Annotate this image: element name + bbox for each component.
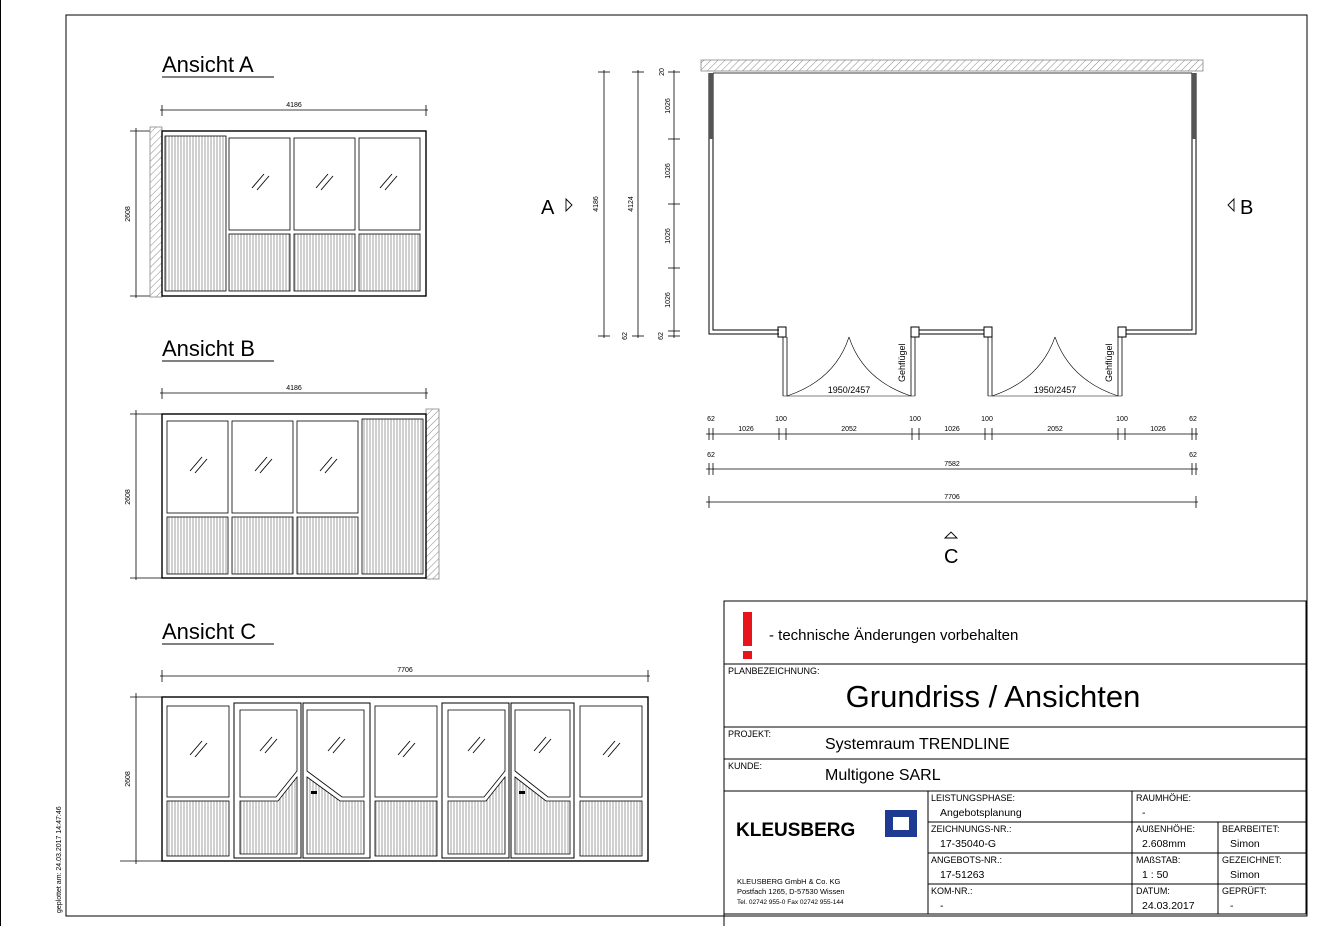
plan-dim-r1-2: 2052 bbox=[841, 426, 857, 433]
company-name: KLEUSBERG GmbH & Co. KG bbox=[737, 877, 841, 886]
company-address: Postfach 1265, D-57530 Wissen bbox=[737, 887, 845, 896]
plan-dim-r1-top-3: 100 bbox=[909, 416, 921, 423]
exclamation-icon bbox=[743, 612, 752, 659]
view-a: Ansicht A 4186 2608 bbox=[125, 52, 428, 298]
plan-dim-r2-left: 62 bbox=[707, 452, 715, 459]
offer-no-label: ANGEBOTS-NR.: bbox=[931, 855, 1002, 865]
plan-dim-r1-3: 1026 bbox=[944, 426, 960, 433]
door2-hinge-label: Gehflügel bbox=[1104, 343, 1114, 382]
plan-dim-r1-top-5: 100 bbox=[1116, 416, 1128, 423]
date-value: 24.03.2017 bbox=[1142, 900, 1195, 912]
plan-dim-seg-2: 1026 bbox=[665, 163, 672, 179]
room-height-label: RAUMHÖHE: bbox=[1136, 793, 1191, 803]
drawing-no-value: 17-35040-G bbox=[940, 838, 996, 850]
plan-label: PLANBEZEICHNUNG: bbox=[728, 666, 820, 676]
plan-dim-r1-top-2: 100 bbox=[775, 416, 787, 423]
plan-dim-top: 20 bbox=[659, 68, 666, 76]
view-a-title: Ansicht A bbox=[162, 52, 254, 77]
checked-value: - bbox=[1230, 900, 1234, 912]
edited-label: BEARBEITET: bbox=[1222, 824, 1280, 834]
view-b-height-dim: 2608 bbox=[125, 489, 132, 505]
client-label: KUNDE: bbox=[728, 761, 762, 771]
project-label: PROJEKT: bbox=[728, 729, 771, 739]
plan-dim-r1-top-1: 62 bbox=[707, 416, 715, 423]
plan-dim-total-outer: 4186 bbox=[593, 196, 600, 212]
view-b-width-dim: 4186 bbox=[286, 385, 302, 392]
door2-label: 1950/2457 bbox=[1034, 385, 1077, 395]
date-label: DATUM: bbox=[1136, 886, 1170, 896]
view-c: Ansicht C 7706 2608 bbox=[120, 619, 650, 864]
scale-value: 1 : 50 bbox=[1142, 869, 1168, 881]
brand-name: KLEUSBERG bbox=[736, 820, 855, 841]
outer-height-value: 2.608mm bbox=[1142, 838, 1186, 850]
plan-title: Grundriss / Ansichten bbox=[846, 679, 1141, 714]
marker-b: B bbox=[1240, 197, 1253, 219]
edited-value: Simon bbox=[1230, 838, 1260, 850]
plan-dim-bottom-2: 62 bbox=[658, 332, 665, 340]
kom-value: - bbox=[940, 900, 944, 912]
room-height-value: - bbox=[1142, 807, 1146, 819]
view-a-height-dim: 2608 bbox=[125, 206, 132, 222]
view-a-width-dim: 4186 bbox=[286, 102, 302, 109]
plan-dim-r1-5: 1026 bbox=[1150, 426, 1166, 433]
plan-dim-seg-1: 1026 bbox=[665, 98, 672, 114]
company-phone: Tel. 02742 955-0 Fax 02742 955-144 bbox=[737, 899, 844, 906]
view-b: Ansicht B 4186 2608 bbox=[125, 336, 440, 580]
kleusberg-logo-icon bbox=[885, 810, 917, 837]
floor-plan: 1950/2457 Gehflügel 1950/2457 Gehflügel … bbox=[541, 59, 1253, 568]
phase-value: Angebotsplanung bbox=[940, 807, 1022, 819]
project-value: Systemraum TRENDLINE bbox=[825, 736, 1010, 753]
plan-dim-r2: 7582 bbox=[944, 461, 960, 468]
door1-label: 1950/2457 bbox=[828, 385, 871, 395]
view-c-height-dim: 2608 bbox=[125, 771, 132, 787]
marker-c: C bbox=[944, 546, 958, 568]
view-c-title: Ansicht C bbox=[162, 619, 256, 644]
marker-a: A bbox=[541, 197, 555, 219]
plan-dim-r1-4: 2052 bbox=[1047, 426, 1063, 433]
view-b-title: Ansicht B bbox=[162, 336, 255, 361]
outer-height-label: AUßENHÖHE: bbox=[1136, 824, 1195, 834]
drawing-no-label: ZEICHNUNGS-NR.: bbox=[931, 824, 1012, 834]
plan-dim-r1-top-4: 100 bbox=[981, 416, 993, 423]
sheet-border bbox=[65, 14, 1308, 917]
plan-dim-r2-right: 62 bbox=[1189, 452, 1197, 459]
plan-dim-seg-4: 1026 bbox=[665, 292, 672, 308]
notice-text: - technische Änderungen vorbehalten bbox=[769, 627, 1018, 644]
client-value: Multigone SARL bbox=[825, 767, 941, 784]
phase-label: LEISTUNGSPHASE: bbox=[931, 793, 1015, 803]
plan-dim-total-inner: 4124 bbox=[628, 196, 635, 212]
plan-dim-r3: 7706 bbox=[944, 494, 960, 501]
view-c-width-dim: 7706 bbox=[397, 667, 413, 674]
plot-note: geplottet am: 24.03.2017 14:47:46 bbox=[56, 806, 63, 913]
plan-dim-r1-top-6: 62 bbox=[1189, 416, 1197, 423]
plan-dim-seg-3: 1026 bbox=[665, 228, 672, 244]
offer-no-value: 17-51263 bbox=[940, 869, 985, 881]
checked-label: GEPRÜFT: bbox=[1222, 886, 1267, 896]
plan-dim-bottom: 62 bbox=[622, 332, 629, 340]
door1-hinge-label: Gehflügel bbox=[897, 343, 907, 382]
drawn-label: GEZEICHNET: bbox=[1222, 855, 1282, 865]
plan-dim-r1-1: 1026 bbox=[738, 426, 754, 433]
scale-label: MAßSTAB: bbox=[1136, 855, 1180, 865]
title-block: - technische Änderungen vorbehalten PLAN… bbox=[723, 600, 1307, 926]
kom-label: KOM-NR.: bbox=[931, 886, 973, 896]
drawn-value: Simon bbox=[1230, 869, 1260, 881]
